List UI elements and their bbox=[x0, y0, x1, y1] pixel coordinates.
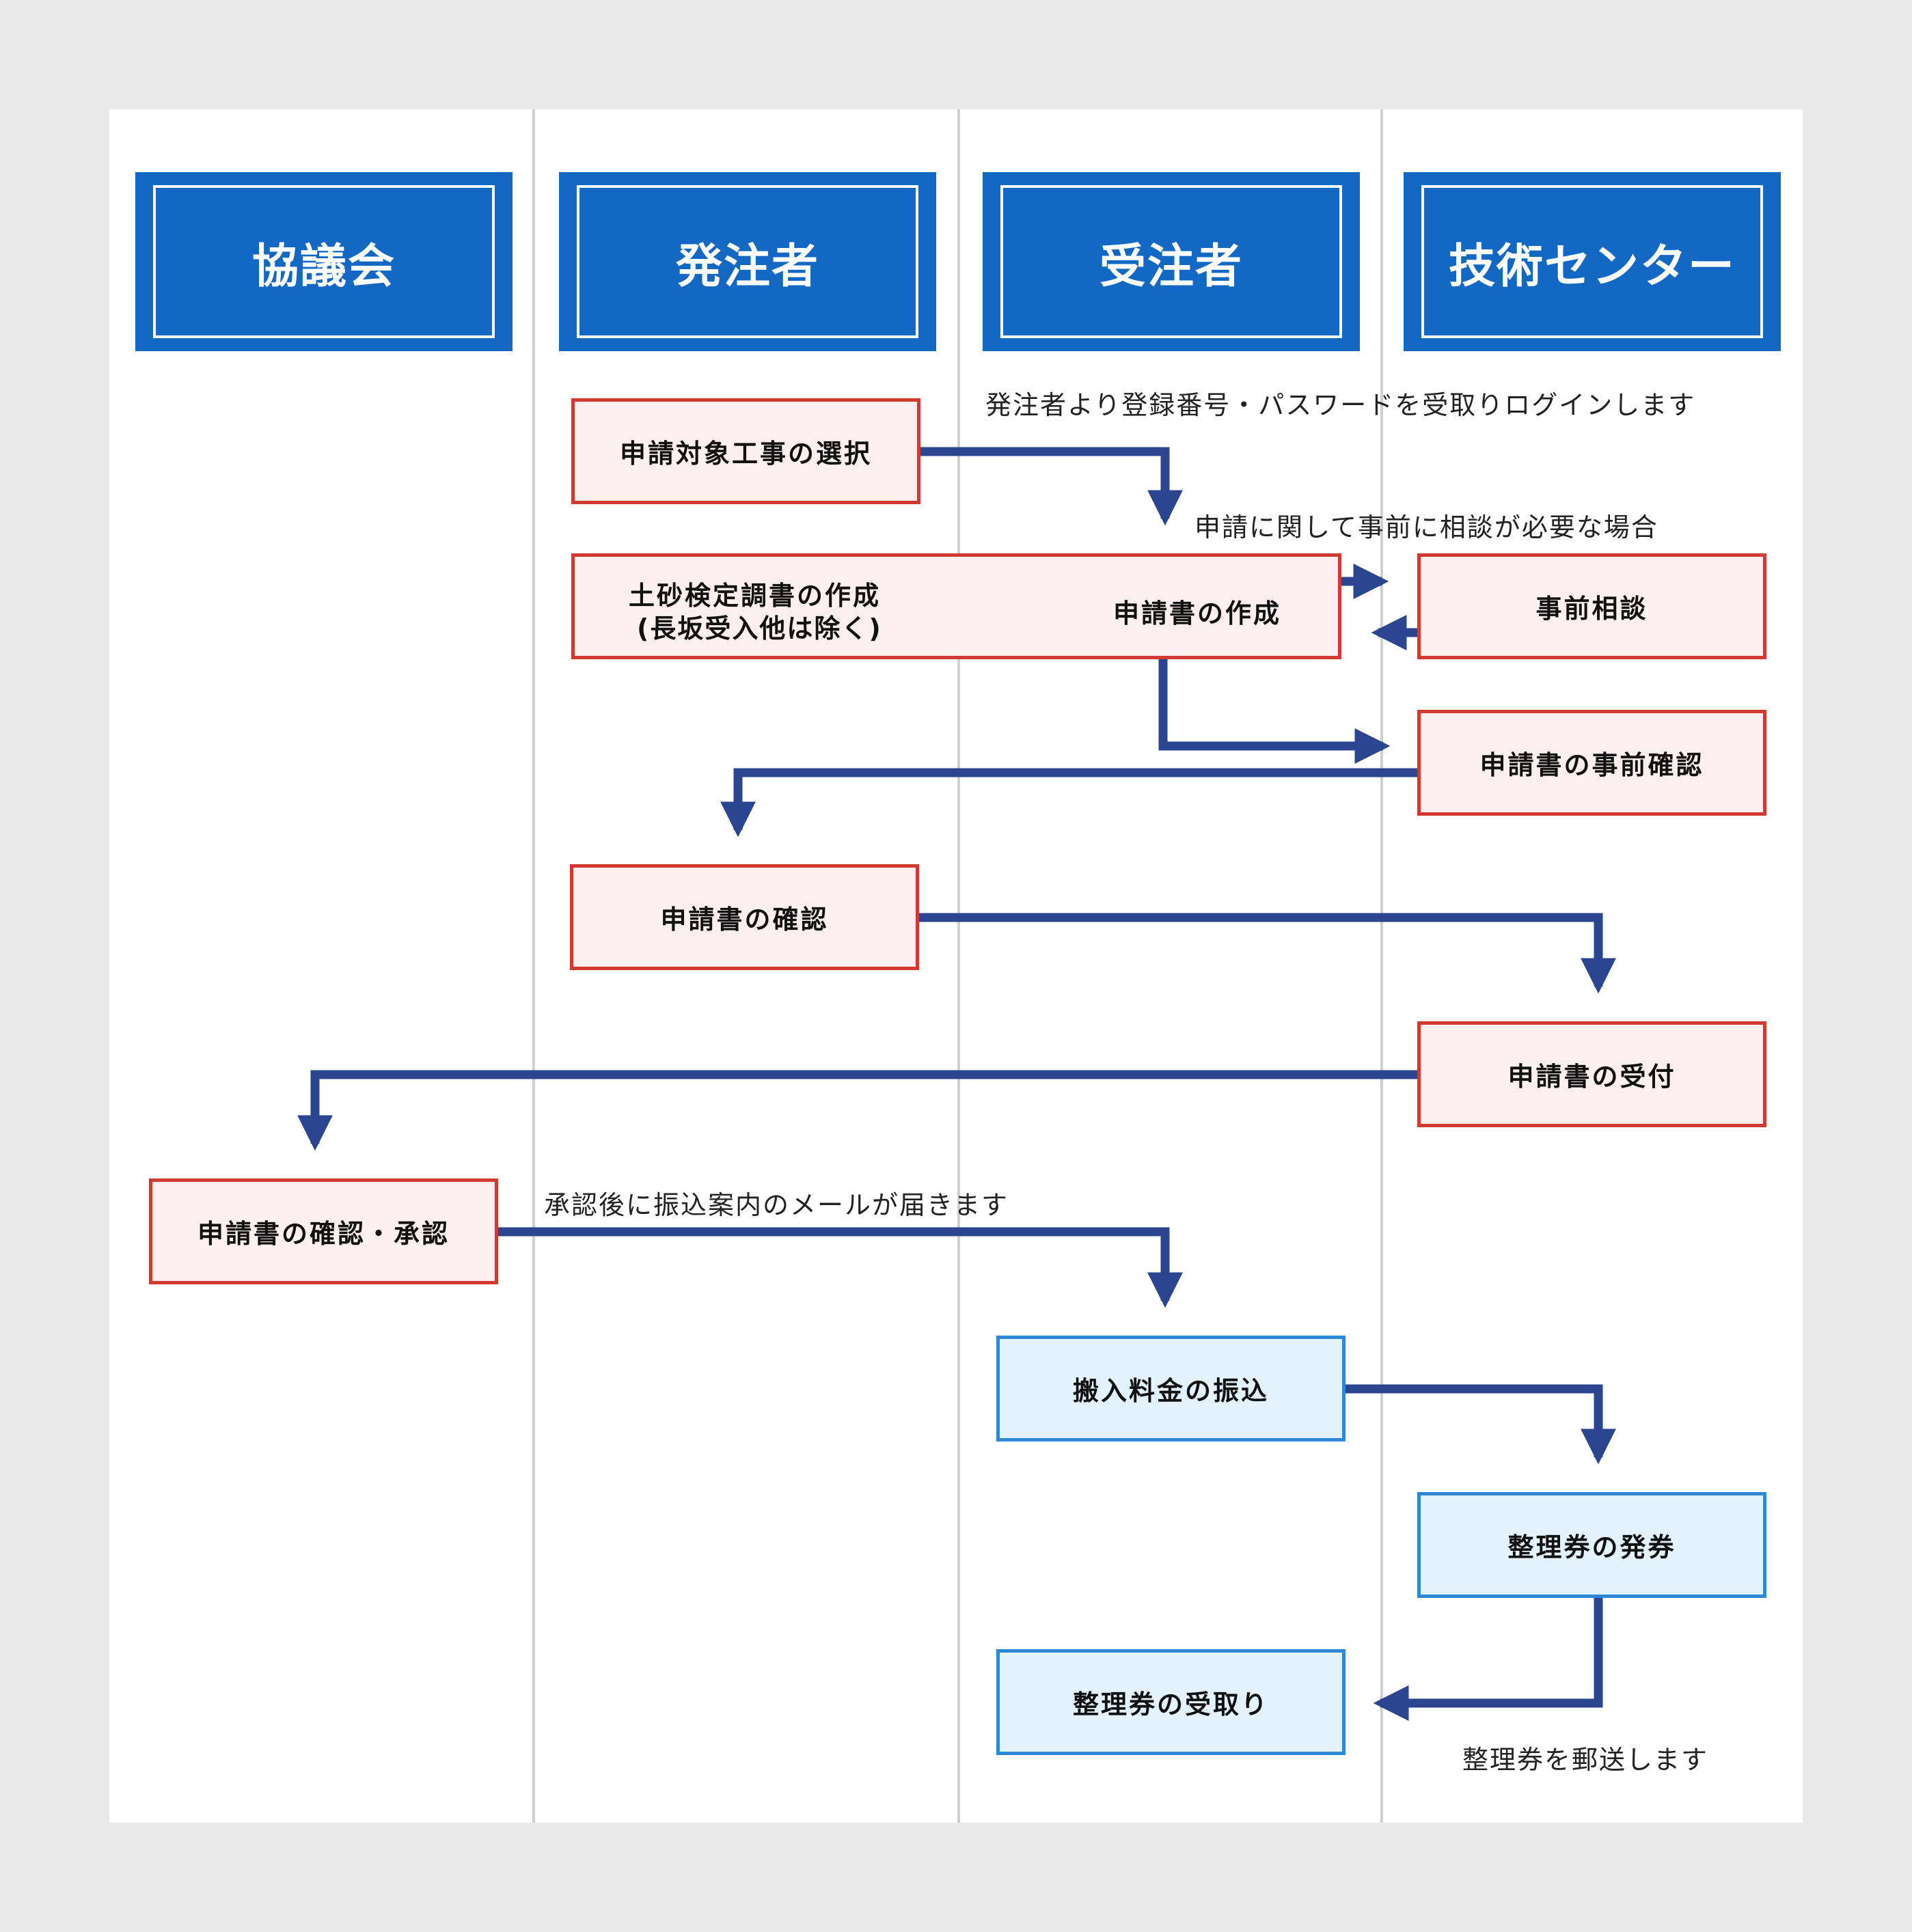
box-confirm-application: 申請書の確認 bbox=[570, 864, 919, 970]
box-label: 整理券の発券 bbox=[1507, 1532, 1676, 1562]
lane-divider bbox=[957, 109, 960, 1823]
box-label: 申請書の確認 bbox=[660, 905, 829, 935]
note-consult-case: 申請に関して事前に相談が必要な場合 bbox=[1194, 512, 1658, 542]
lane-divider bbox=[1380, 109, 1383, 1823]
lane-header-council: 協議会 bbox=[135, 172, 513, 351]
box-issue-ticket: 整理券の発券 bbox=[1417, 1492, 1766, 1598]
arrow-select-to-create bbox=[920, 447, 1183, 526]
lane-header-contractor: 受注者 bbox=[983, 172, 1360, 351]
box-label: 申請書の確認・承認 bbox=[197, 1219, 450, 1249]
box-pre-check: 申請書の事前確認 bbox=[1417, 710, 1766, 816]
lane-header-label: 協議会 bbox=[153, 185, 495, 338]
box-label-create-application: 申請書の作成 bbox=[1113, 598, 1282, 629]
arrow-issue-to-receive-ticket bbox=[1373, 1598, 1603, 1721]
arrow-receive-to-approve bbox=[297, 1070, 1417, 1151]
arrow-approve-to-pay bbox=[498, 1227, 1183, 1308]
arrow-confirm-to-receive bbox=[919, 913, 1616, 994]
arrow-create-to-precheck bbox=[1158, 659, 1391, 764]
box-label: 申請書の事前確認 bbox=[1479, 750, 1704, 780]
box-label-soil-note: (長坂受入他は除く) bbox=[637, 613, 882, 644]
box-pay-fee: 搬入料金の振込 bbox=[996, 1336, 1346, 1441]
lane-divider bbox=[532, 109, 535, 1823]
arrow-precheck-to-confirm bbox=[720, 768, 1417, 838]
lane-header-label: 受注者 bbox=[1000, 185, 1342, 338]
box-label: 事前相談 bbox=[1535, 594, 1648, 624]
box-label-soil-report: 土砂検定調書の作成 bbox=[629, 581, 882, 611]
box-label: 申請対象工事の選択 bbox=[619, 439, 872, 469]
box-confirm-approve: 申請書の確認・承認 bbox=[149, 1178, 498, 1284]
note-payment-mail: 承認後に振込案内のメールが届きます bbox=[544, 1190, 1009, 1220]
lane-header-label: 技術センター bbox=[1421, 185, 1763, 338]
box-pre-consult: 事前相談 bbox=[1417, 553, 1766, 659]
box-label: 整理券の受取り bbox=[1072, 1689, 1269, 1720]
arrow-pay-to-issue bbox=[1346, 1384, 1616, 1465]
box-label: 申請書の受付 bbox=[1507, 1062, 1676, 1092]
box-receive-ticket: 整理券の受取り bbox=[996, 1649, 1346, 1755]
lane-header-label: 発注者 bbox=[577, 185, 918, 338]
box-create-application: 土砂検定調書の作成 (長坂受入他は除く) 申請書の作成 bbox=[571, 553, 1341, 659]
box-receive-application: 申請書の受付 bbox=[1417, 1021, 1766, 1127]
lane-header-orderer: 発注者 bbox=[559, 172, 936, 351]
note-mail-ticket: 整理券を郵送します bbox=[1462, 1745, 1709, 1775]
box-label: 搬入料金の振込 bbox=[1072, 1376, 1269, 1406]
lane-header-tech-center: 技術センター bbox=[1404, 172, 1781, 351]
box-select-work: 申請対象工事の選択 bbox=[571, 398, 920, 504]
note-login: 発注者より登録番号・パスワードを受取りログインします bbox=[985, 390, 1696, 420]
